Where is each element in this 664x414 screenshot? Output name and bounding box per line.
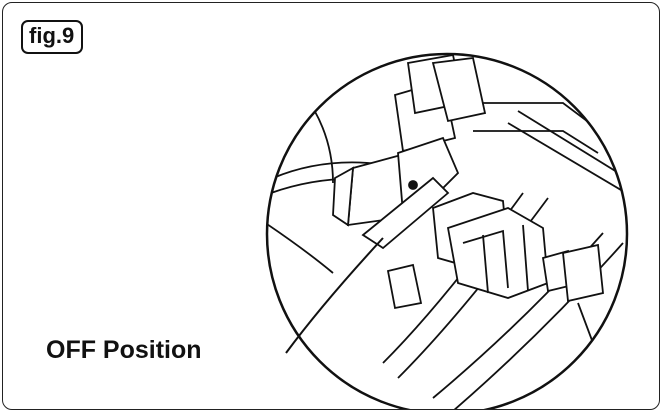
figure-frame: fig.9 OFF Position [2, 2, 660, 410]
off-position-callout: OFF Position [46, 336, 202, 364]
figure-label: fig.9 [21, 20, 84, 54]
valve-detail [267, 54, 627, 409]
valve-illustration [265, 52, 629, 409]
callout-leader-line [285, 237, 384, 354]
